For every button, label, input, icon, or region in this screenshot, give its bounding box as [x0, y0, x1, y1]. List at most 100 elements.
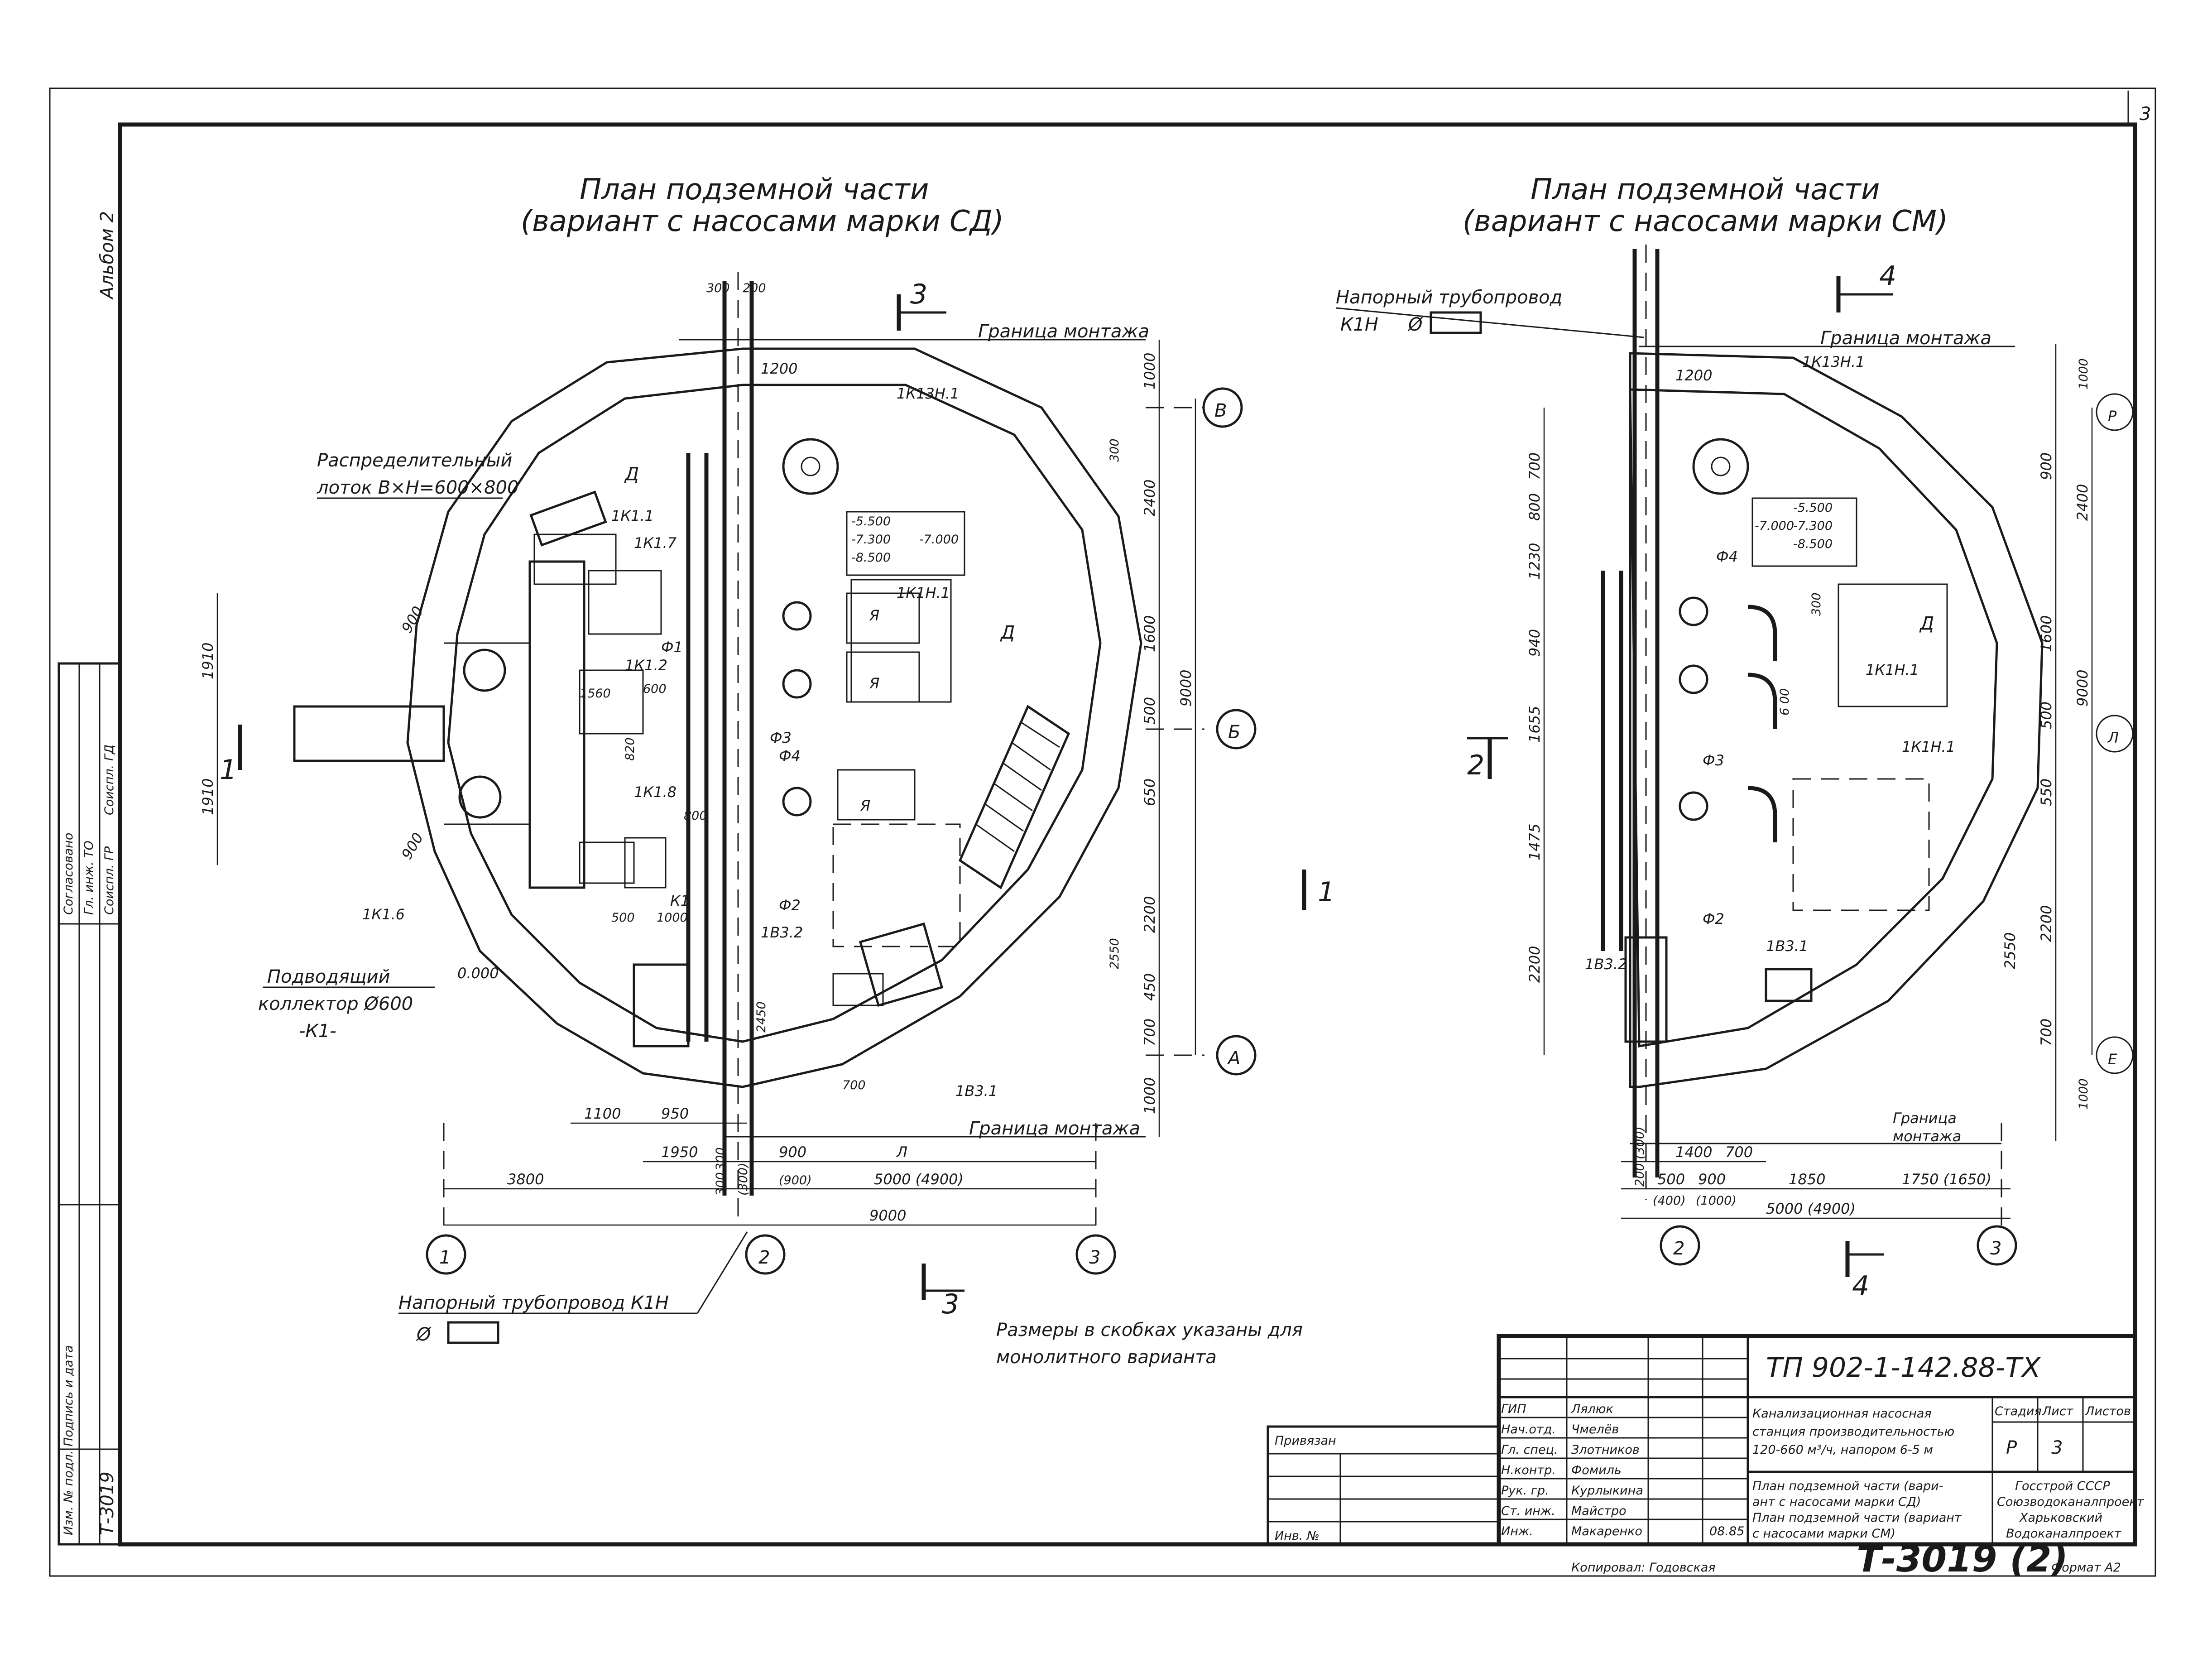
- eq-1k18: 1К1.8: [634, 783, 677, 801]
- eq-1k17: 1К1.7: [634, 534, 677, 552]
- dim-rr-1: 1000: [2077, 358, 2091, 389]
- dim-l-4: 900: [398, 830, 427, 862]
- levels-box-left: [846, 511, 965, 576]
- dim-rb2-1: 500: [1657, 1171, 1685, 1188]
- tray-label-2: лоток В×Н=600×800: [317, 477, 518, 498]
- dim-l-2: 1910: [199, 778, 216, 815]
- boundary-bottom-right-1: Граница: [1893, 1110, 1957, 1127]
- dim-in-6: 1000: [657, 911, 688, 925]
- section-top-left: 3: [910, 279, 927, 310]
- pressure-pipe-right: Напорный трубопровод: [1336, 287, 1562, 308]
- svg-text:1: 1: [439, 1247, 451, 1268]
- pump-right-1: [1692, 438, 1749, 495]
- dim-in-2: 820: [623, 737, 637, 761]
- level-2: -7.300: [851, 533, 891, 547]
- inv-label: Инв. №: [1275, 1529, 1320, 1543]
- mark-r-f4: Ф4: [1716, 548, 1738, 565]
- dim-b1-2: 950: [661, 1105, 689, 1122]
- eq-1k12: 1К1.2: [625, 657, 667, 674]
- mark-D-2: Д: [1000, 622, 1015, 643]
- axis-1-left: 1: [426, 1234, 466, 1275]
- dim-rin-2: 6 00: [1778, 688, 1792, 716]
- stage-value: Р: [2006, 1437, 2017, 1458]
- level-r-2: -7.000: [1755, 519, 1794, 533]
- dim-b3-5: 5000 (4900): [874, 1171, 964, 1188]
- area-D-lower: [832, 823, 961, 947]
- org-2: Союзводоканалпроект: [1997, 1495, 2145, 1509]
- boundary-bottom-left: Граница монтажа: [969, 1118, 1140, 1139]
- dim-t-2: 200: [743, 281, 766, 295]
- mark-r-f3: Ф3: [1703, 752, 1724, 769]
- section-side-left: 1: [220, 754, 237, 786]
- dim-rl-6: 1475: [1526, 824, 1543, 860]
- dim-rr-8: 2550: [2001, 932, 2019, 969]
- drawing-1: План подземной части (вари-: [1752, 1479, 1943, 1493]
- note-line-1: Размеры в скобках указаны для: [996, 1320, 1303, 1341]
- stamp-line-2: Гл. инж. ТО: [82, 841, 96, 915]
- pressure-dia-right: Ø: [1407, 314, 1423, 335]
- dim-rb1-2: 1400: [1675, 1144, 1712, 1161]
- collector-label-3: -К1-: [299, 1021, 336, 1042]
- name-6: Майстро: [1571, 1504, 1627, 1518]
- stamp-code: Т-3019: [97, 1471, 118, 1535]
- drawing-4: с насосами марки СМ): [1752, 1527, 1895, 1541]
- svg-text:В: В: [1214, 400, 1227, 421]
- mark-r-D: Д: [1919, 613, 1934, 634]
- distribution-tray: [528, 560, 585, 889]
- chamber-inner-wall: [447, 384, 1102, 1043]
- dim-rr-total: 9000: [2074, 670, 2091, 706]
- eq-1v32: 1В3.2: [761, 924, 803, 941]
- svg-text:А: А: [1227, 1048, 1240, 1069]
- axis-2-right: 2: [1660, 1225, 1700, 1266]
- collector-label-1: Подводящий: [267, 966, 390, 987]
- dim-rr-4: 1600: [2038, 615, 2055, 652]
- sheet-value: 3: [2051, 1437, 2063, 1458]
- mark-r-f2: Ф2: [1703, 910, 1724, 927]
- plan-left-title-2: (вариант с насосами марки СД): [521, 205, 1004, 238]
- stamp-line-3: Соиспл. ГР: [102, 846, 116, 915]
- dim-rl-4: 940: [1526, 629, 1543, 657]
- svg-text:3: 3: [1990, 1238, 2001, 1259]
- axis-2-left: 2: [745, 1234, 786, 1275]
- dim-in-8: 2450: [754, 1001, 768, 1033]
- level-4: -8.500: [851, 551, 891, 565]
- dim-r-5: 650: [1141, 778, 1158, 806]
- name-7: Макаренко: [1571, 1524, 1642, 1538]
- dim-rin-1: 300: [1809, 592, 1823, 616]
- axis-3-left: 3: [1075, 1234, 1116, 1275]
- axis-L-right: Л: [2096, 715, 2134, 753]
- role-3: Гл. спец.: [1501, 1443, 1558, 1457]
- mark-ya-2: Я: [869, 675, 879, 692]
- dim-b3-1: 3800: [507, 1171, 544, 1188]
- section-mid-left: 1: [1318, 876, 1335, 908]
- bottom-code: Т-3019 (2): [1857, 1538, 2068, 1580]
- mark-ya-1: Я: [869, 607, 879, 624]
- dim-r-4: 500: [1141, 697, 1158, 725]
- mark-f3: Ф3: [770, 729, 792, 746]
- dim-r-3: 1600: [1141, 615, 1158, 652]
- dim-rl-5: 1655: [1526, 706, 1543, 743]
- left-stamp: Альбом 2 Согласовано Гл. инж. ТО Соиспл.…: [58, 211, 121, 1546]
- dim-t-3: 1200: [761, 360, 797, 377]
- org-1: Госстрой СССР: [2015, 1479, 2110, 1493]
- note-line-2: монолитного варианта: [996, 1347, 1217, 1368]
- pressure-pipe-right-2: К1Н: [1340, 314, 1378, 335]
- dim-rr-7: 2200: [2038, 905, 2055, 942]
- stage-hdr-3: Листов: [2085, 1404, 2131, 1418]
- name-5: Курлыкина: [1571, 1484, 1643, 1498]
- inlet-collector: [293, 705, 445, 762]
- tray-label-1: Распределительный: [317, 450, 512, 471]
- dim-b3-2: 300: [714, 1172, 728, 1196]
- dim-rb3-1: (400): [1653, 1194, 1686, 1208]
- dim-rr-10: 1000: [2077, 1078, 2091, 1110]
- eq-1k1n1: 1К1Н.1: [897, 584, 950, 601]
- chamber-outer-wall: [406, 347, 1142, 1088]
- dim-in-1: 1560: [580, 687, 611, 701]
- plan-right-title-2: (вариант с насосами марки СМ): [1463, 205, 1948, 238]
- plan-left-title-1: План подземной части: [580, 173, 929, 207]
- dim-r-9: 1000: [1141, 1077, 1158, 1114]
- area-D-right: [1838, 583, 1948, 707]
- mark-f2: Ф2: [779, 897, 801, 914]
- dim-b2-4: Л: [896, 1144, 907, 1161]
- svg-text:Р: Р: [2108, 408, 2117, 425]
